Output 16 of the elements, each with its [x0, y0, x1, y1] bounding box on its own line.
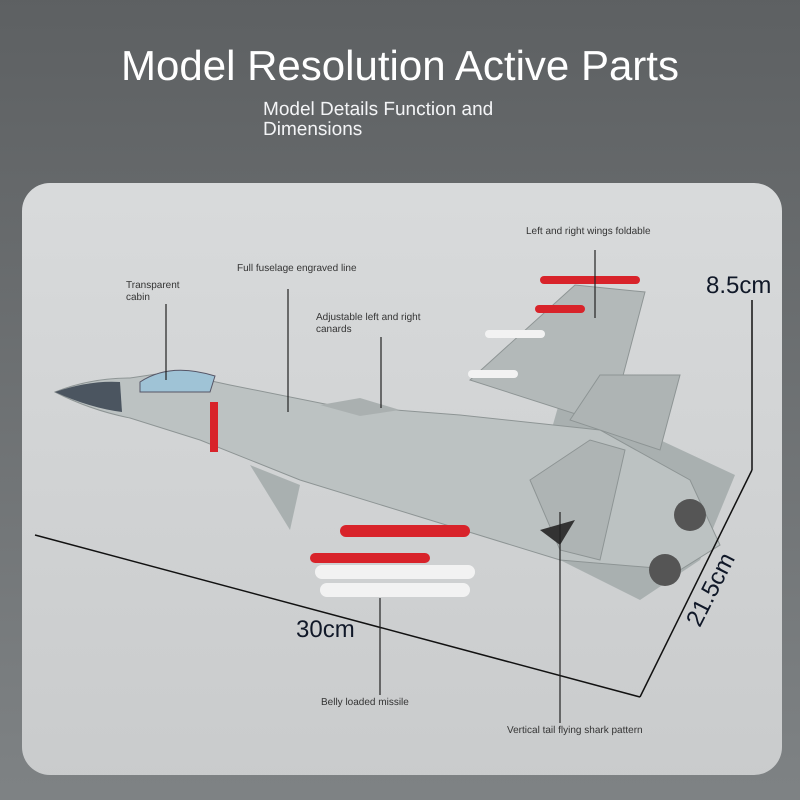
- leader-line: [379, 598, 381, 695]
- leader-line: [594, 250, 596, 318]
- dimension-label: 8.5cm: [706, 271, 772, 301]
- callout-text: Transparent cabin: [126, 280, 206, 304]
- leader-line: [165, 304, 167, 380]
- callout-text: Left and right wings foldable: [526, 226, 656, 238]
- callout-text: Vertical tail flying shark pattern: [507, 725, 647, 737]
- subtitle: Model Details Function and Dimensions: [263, 100, 494, 140]
- leader-line: [287, 289, 289, 412]
- dimension-label: 30cm: [296, 615, 355, 645]
- callout-text: Belly loaded missile: [321, 697, 451, 709]
- leader-line: [380, 337, 382, 408]
- callout-text: Adjustable left and right canards: [316, 312, 456, 336]
- title: Model Resolution Active Parts: [120, 41, 680, 91]
- callout-text: Full fuselage engraved line: [237, 263, 357, 275]
- leader-line: [559, 512, 561, 723]
